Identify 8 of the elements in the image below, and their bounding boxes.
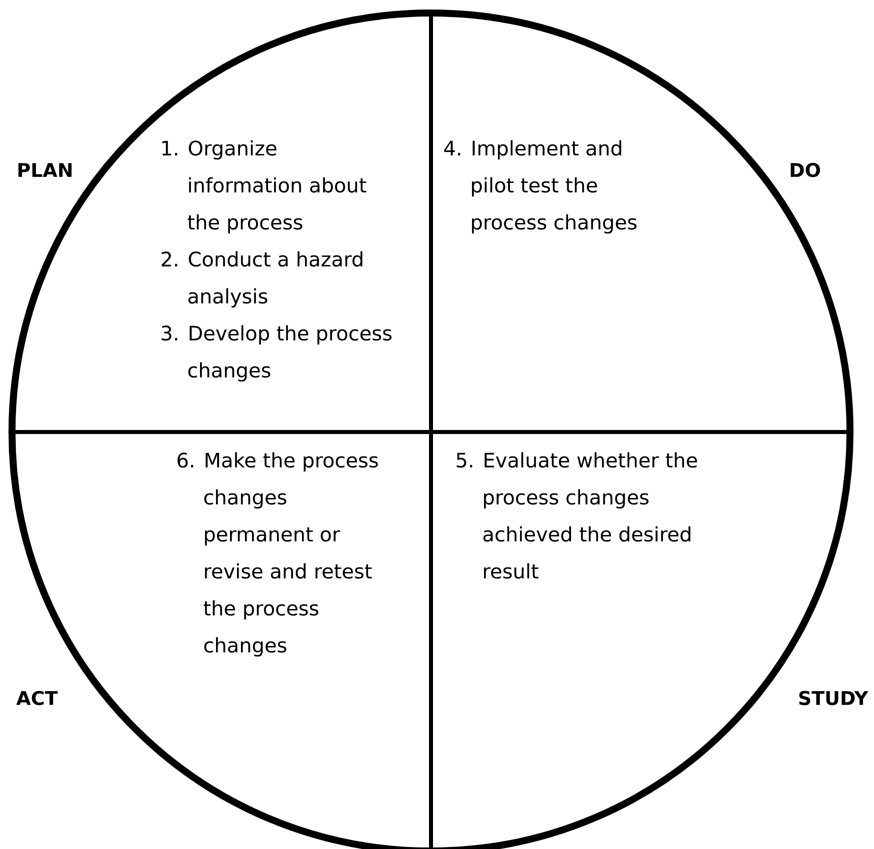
phase-label: DO <box>790 162 820 178</box>
step-list: 6. Make the process changes permanent or revise and retest the process changes <box>178 452 378 657</box>
phase-label: STUDY <box>799 690 868 706</box>
phase-label: PLAN <box>18 163 72 177</box>
step-list: 4. Implement and pilot test the process changes <box>444 140 636 234</box>
phase-label: ACT <box>16 690 58 706</box>
step-list: 5. Evaluate whether the process changes achieved the desired result <box>456 452 697 579</box>
step-list: 1. Organize information about the process 2. Conduct a hazard analysis 3. Develop the process changes <box>162 140 392 382</box>
